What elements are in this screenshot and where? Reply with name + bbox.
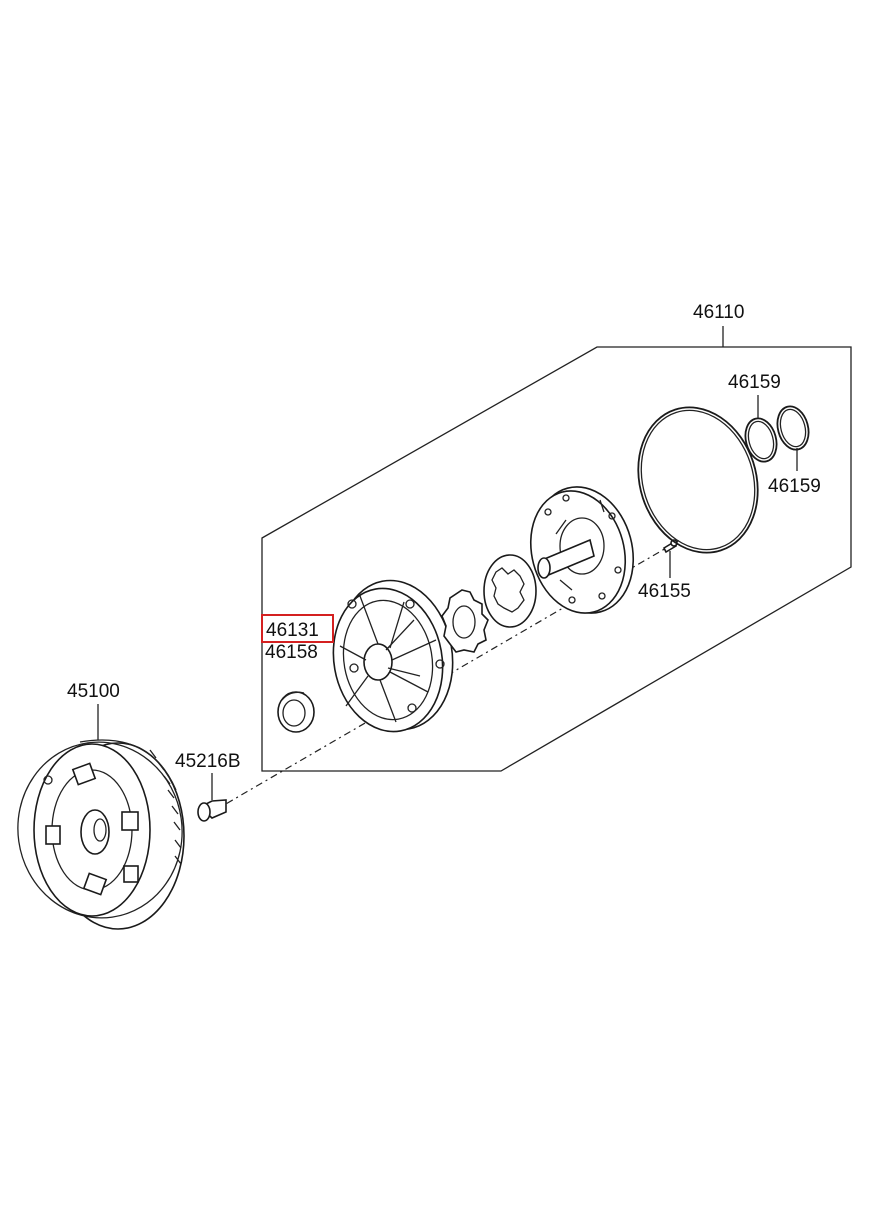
label-46131[interactable]: 46131 (266, 620, 319, 641)
label-46110[interactable]: 46110 (693, 302, 744, 323)
pump-drive-gear[interactable] (441, 589, 489, 653)
label-46159-a[interactable]: 46159 (728, 372, 781, 393)
seal-ring-46159-a-inner (747, 420, 775, 460)
center-axis-line (211, 539, 681, 813)
label-45100[interactable]: 45100 (67, 681, 120, 702)
large-o-ring-inner (640, 409, 756, 551)
pump-housing-46131[interactable] (322, 571, 464, 740)
oil-seal-46158[interactable] (277, 691, 315, 733)
label-46158[interactable]: 46158 (265, 642, 318, 663)
large-o-ring[interactable] (620, 392, 776, 569)
seal-ring-46159-a[interactable] (741, 415, 781, 465)
seal-ring-46159-b-inner (779, 408, 807, 448)
label-46155[interactable]: 46155 (638, 581, 691, 602)
torque-converter-45100[interactable] (7, 731, 194, 930)
pump-cover-46110[interactable] (518, 476, 647, 624)
pump-driven-gear[interactable] (483, 554, 537, 628)
converter-lug (43, 762, 139, 896)
label-46159-b[interactable]: 46159 (768, 476, 821, 497)
seal-ring-46159-b[interactable] (773, 403, 813, 453)
label-45216b[interactable]: 45216B (175, 751, 241, 772)
bolt-45216b[interactable] (197, 799, 227, 822)
highlight-box-46131 (261, 614, 334, 643)
assembly-boundary-46110 (261, 346, 852, 772)
